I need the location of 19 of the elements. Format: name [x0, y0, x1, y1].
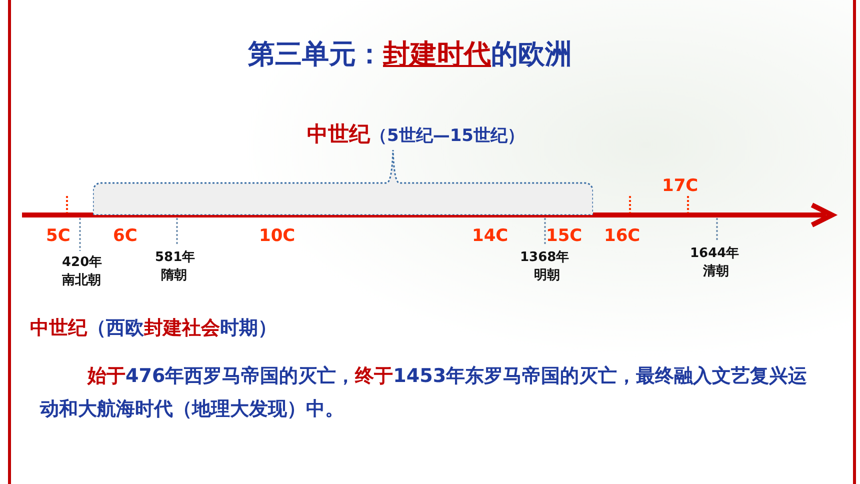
century-label: 10C: [259, 226, 296, 246]
century-label: 17C: [662, 176, 698, 196]
century-label: 16C: [604, 226, 640, 246]
slide-title: 第三单元：封建时代的欧洲: [247, 38, 573, 72]
year-label: 581年: [155, 249, 196, 266]
year-label: 清朝: [703, 263, 729, 280]
period-heading: 中世纪（5世纪—15世纪）: [307, 121, 524, 148]
description-paragraph: 始于476年西罗马帝国的灭亡，终于1453年东罗马帝国的灭亡，最终融入文艺复兴运动和大航海时代（地理大发现）中。: [40, 364, 808, 422]
section-heading: 中世纪（西欧封建社会时期）: [30, 316, 277, 341]
century-label: 15C: [546, 226, 582, 246]
century-label: 14C: [472, 226, 508, 246]
year-label: 南北朝: [62, 272, 101, 289]
year-label: 420年: [62, 254, 102, 271]
century-label: 5C: [46, 226, 70, 246]
year-label: 明朝: [534, 267, 560, 284]
year-label: 隋朝: [161, 267, 187, 284]
century-label: 6C: [113, 226, 138, 246]
year-label: 1644年: [690, 245, 740, 262]
year-label: 1368年: [520, 249, 570, 266]
